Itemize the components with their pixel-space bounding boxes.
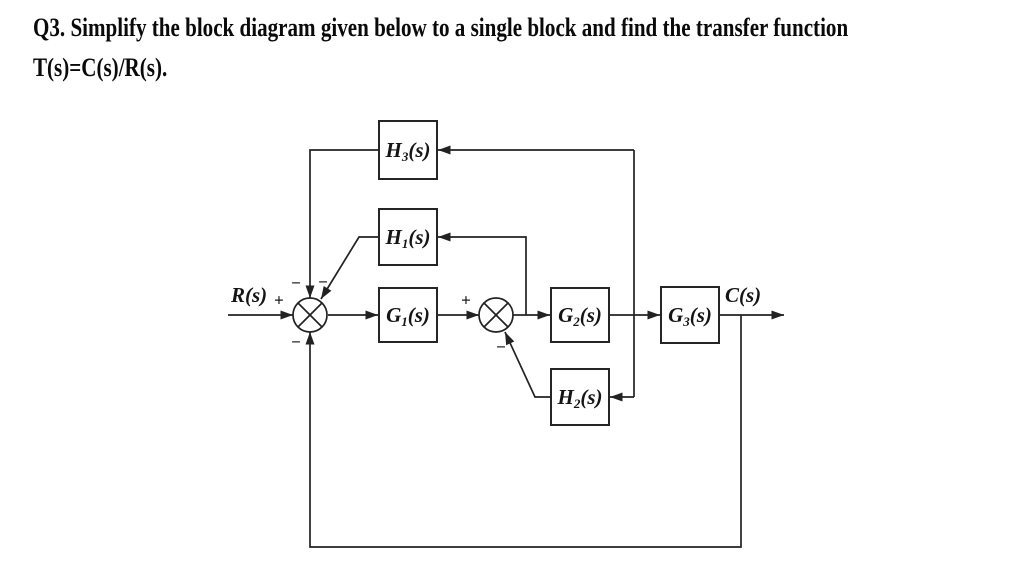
block-h2: H2(s) xyxy=(550,368,610,426)
block-g2: G2(s) xyxy=(550,287,610,343)
block-h3: H3(s) xyxy=(378,120,438,180)
block-h1-label: H1(s) xyxy=(385,224,431,251)
wire-h1-to-sum1 xyxy=(320,236,378,300)
sign-sum2-input-plus: + xyxy=(461,290,471,310)
sign-sum1-input-plus: + xyxy=(274,290,284,310)
block-g1-label: G1(s) xyxy=(386,302,430,329)
wire-takeoff-to-h1 xyxy=(438,232,527,315)
block-g3-label: G3(s) xyxy=(668,302,712,329)
question-title-line2: T(s)=C(s)/R(s). xyxy=(33,53,168,82)
block-h1: H1(s) xyxy=(378,208,438,266)
summing-junction-1 xyxy=(292,297,328,333)
block-g2-label: G2(s) xyxy=(558,302,602,329)
sign-sum1-top-minus: − xyxy=(291,273,301,293)
output-signal-label: C(s) xyxy=(725,283,762,307)
summing-junction-2 xyxy=(478,297,514,333)
block-g3: G3(s) xyxy=(660,286,720,344)
block-g1: G1(s) xyxy=(378,287,438,343)
wire-h2-to-sum2 xyxy=(504,331,550,398)
wire-outer-feedback xyxy=(305,315,742,548)
question-title-line1: Q3. Simplify the block diagram given bel… xyxy=(33,13,849,42)
sign-sum1-h1-minus: − xyxy=(318,272,328,292)
block-h3-label: H3(s) xyxy=(385,137,431,164)
wire-h3-to-sum1 xyxy=(305,149,378,298)
sign-sum1-bottom-minus: − xyxy=(291,332,301,352)
input-signal-label: R(s) xyxy=(231,283,268,307)
block-h2-label: H2(s) xyxy=(557,384,603,411)
sign-sum2-h2-minus: − xyxy=(496,337,506,357)
